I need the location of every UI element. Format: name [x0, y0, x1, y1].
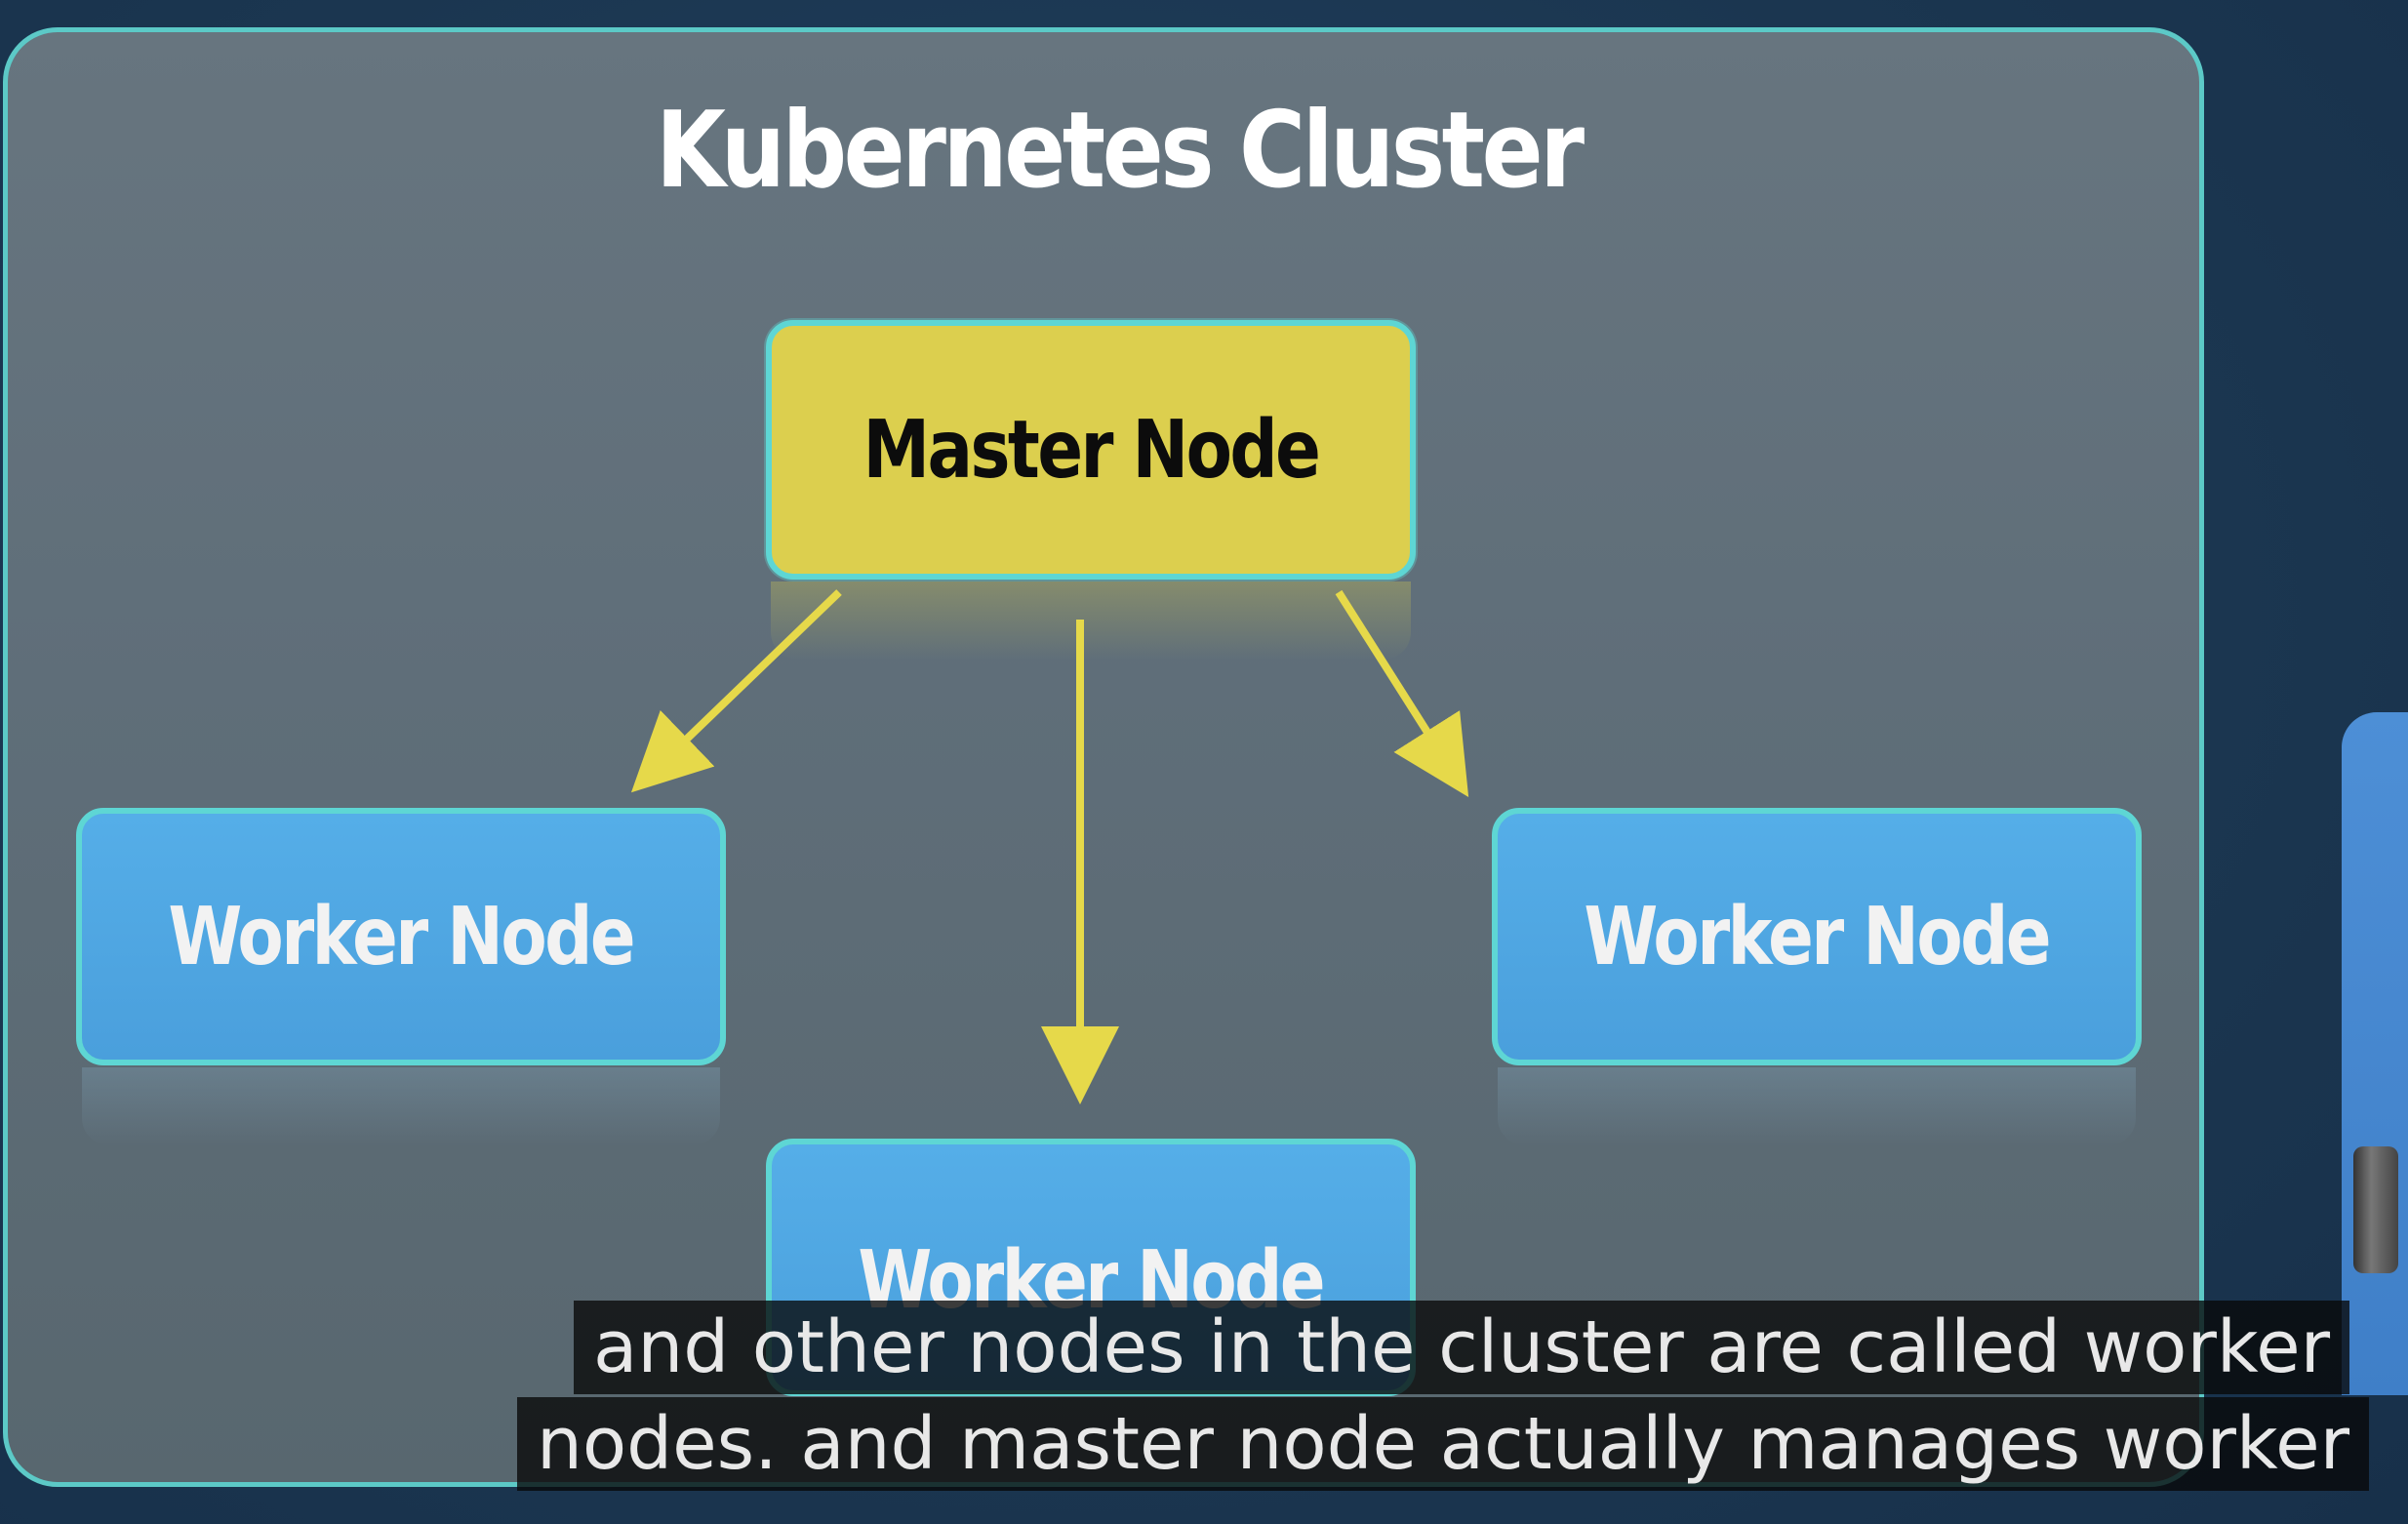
subtitle-line-1: and other nodes in the cluster are calle… — [574, 1301, 2350, 1394]
worker-node-right: Worker Node — [1492, 808, 2142, 1065]
master-node-reflection — [771, 582, 1411, 660]
side-webcam-thumbnail — [2342, 712, 2408, 1395]
subtitle-line-2: nodes. and master node actually manages … — [517, 1397, 2370, 1491]
thumbnail-object — [2353, 1146, 2398, 1273]
arrow-master-to-worker-right — [1335, 589, 1469, 798]
arrow-master-to-worker-left — [630, 589, 842, 793]
worker-node-label: Worker Node — [168, 890, 636, 983]
master-node: Master Node — [766, 320, 1416, 580]
worker-node-label: Worker Node — [1584, 890, 2052, 983]
worker-node-left-reflection — [82, 1067, 720, 1145]
worker-node-left: Worker Node — [76, 808, 726, 1065]
worker-node-right-reflection — [1498, 1067, 2136, 1145]
master-node-label: Master Node — [863, 403, 1321, 497]
